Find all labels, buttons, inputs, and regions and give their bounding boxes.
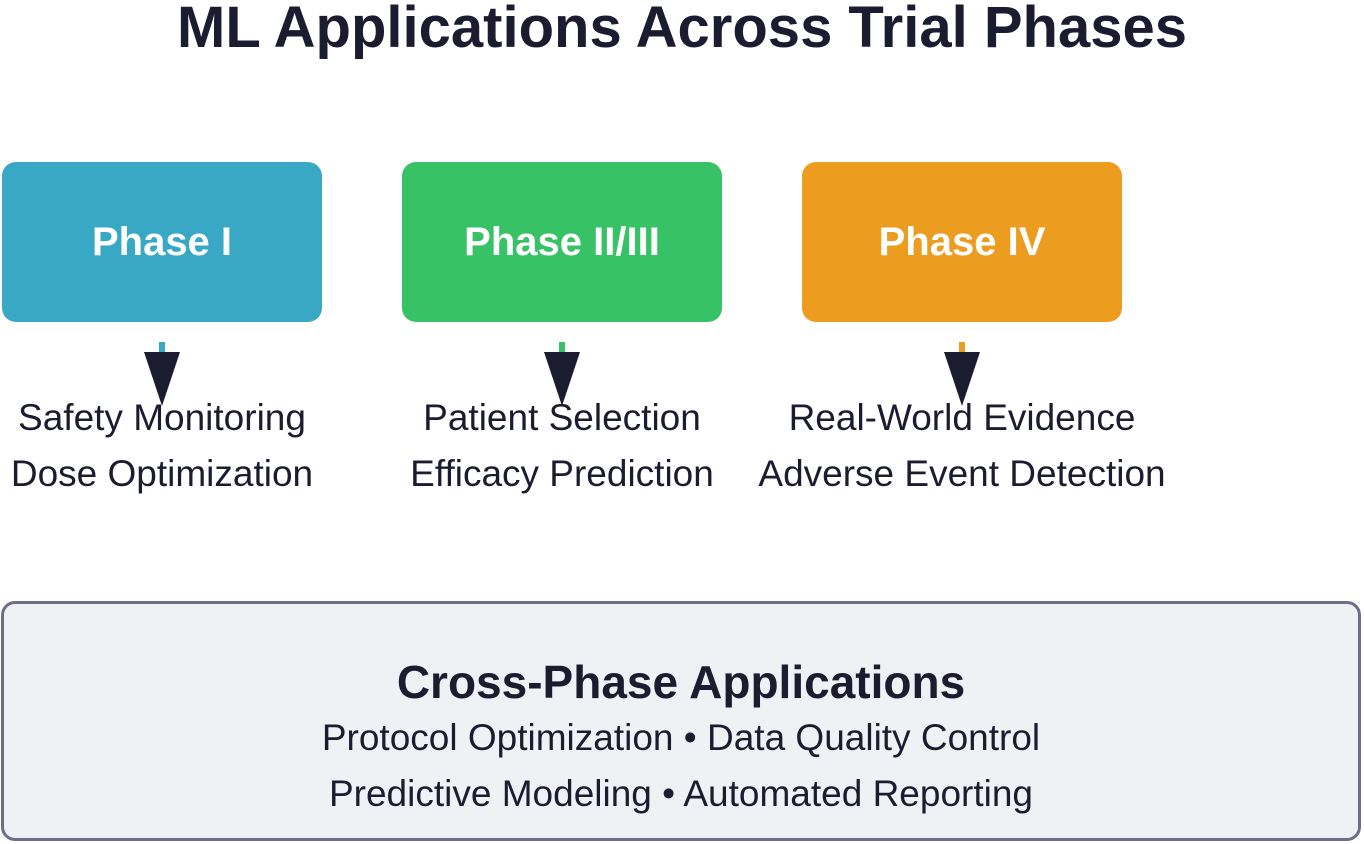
cross-phase-line-1: Protocol Optimization • Data Quality Con… — [321, 717, 1041, 758]
phase-column-3: Phase IV Real-World Evidence Adverse Eve… — [758, 162, 1166, 494]
phase-arrow-head-1 — [144, 352, 180, 406]
cross-phase-line-2: Predictive Modeling • Automated Reportin… — [328, 773, 1033, 814]
phase-column-1: Phase I Safety Monitoring Dose Optimizat… — [2, 162, 322, 494]
phase-box-2: Phase II/III — [402, 162, 722, 322]
phase-column-2: Phase II/III Patient Selection Efficacy … — [402, 162, 722, 494]
phase-applications-2: Patient Selection Efficacy Prediction — [342, 390, 782, 502]
cross-phase-panel: Cross-Phase Applications Protocol Optimi… — [1, 601, 1361, 841]
diagram-title: ML Applications Across Trial Phases — [177, 0, 1187, 60]
phase-application-2-1: Patient Selection — [423, 397, 701, 438]
phase-label-2: Phase II/III — [464, 219, 660, 264]
phase-application-3-1: Real-World Evidence — [788, 397, 1136, 438]
phase-application-1-1: Safety Monitoring — [18, 397, 306, 438]
phase-arrow-2 — [544, 342, 580, 406]
phase-applications-1: Safety Monitoring Dose Optimization — [0, 390, 382, 502]
phase-label-3: Phase IV — [878, 219, 1046, 264]
phase-application-1-2: Dose Optimization — [10, 453, 314, 494]
phase-box-1: Phase I — [2, 162, 322, 322]
phase-arrow-head-2 — [544, 352, 580, 406]
phase-box-3: Phase IV — [802, 162, 1122, 322]
phase-arrow-head-3 — [944, 352, 980, 406]
phase-application-2-2: Efficacy Prediction — [410, 453, 714, 494]
phase-label-1: Phase I — [91, 219, 233, 264]
phase-application-3-2: Adverse Event Detection — [758, 453, 1166, 494]
phase-applications-3: Real-World Evidence Adverse Event Detect… — [742, 390, 1182, 502]
cross-phase-title: Cross-Phase Applications — [396, 656, 966, 708]
phase-arrow-3 — [944, 342, 980, 406]
phase-arrow-1 — [144, 342, 180, 406]
